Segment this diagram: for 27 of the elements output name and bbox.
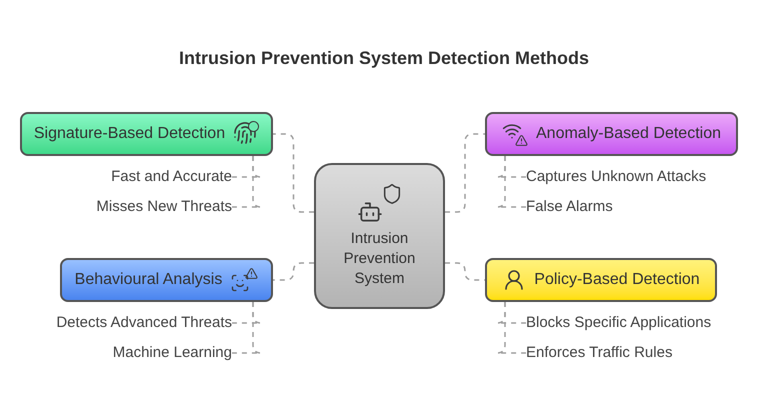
- node-label: Intrusion Prevention System: [342, 229, 416, 289]
- connector-line: [232, 156, 262, 208]
- connector-line: [445, 133, 485, 213]
- connector-line: [273, 262, 314, 281]
- detail-text: Detects Advanced Threats: [56, 312, 232, 334]
- system-box: [314, 163, 445, 309]
- node-label: Policy-Based Detection: [534, 270, 700, 290]
- detail-text: Fast and Accurate: [111, 166, 232, 188]
- method-box: [485, 112, 738, 156]
- connector-line: [273, 133, 314, 213]
- detail-text: Machine Learning: [112, 342, 232, 364]
- connector-line: [496, 156, 526, 208]
- node-label: Signature-Based Detection: [34, 124, 226, 144]
- node-label: Behavioural Analysis: [74, 270, 222, 290]
- method-box: [60, 258, 273, 302]
- detail-text: False Alarms: [526, 196, 613, 218]
- connector-line: [232, 302, 262, 354]
- detail-text: Misses New Threats: [96, 196, 232, 218]
- detail-text: Blocks Specific Applications: [526, 312, 712, 334]
- detail-text: Enforces Traffic Rules: [526, 342, 672, 364]
- method-box: [485, 258, 717, 302]
- method-box: [20, 112, 273, 156]
- diagram-title: Intrusion Prevention System Detection Methods: [178, 47, 590, 70]
- node-label: Anomaly-Based Detection: [536, 124, 721, 144]
- connector-line: [496, 302, 526, 354]
- detail-text: Captures Unknown Attacks: [526, 166, 706, 188]
- connector-line: [445, 262, 485, 281]
